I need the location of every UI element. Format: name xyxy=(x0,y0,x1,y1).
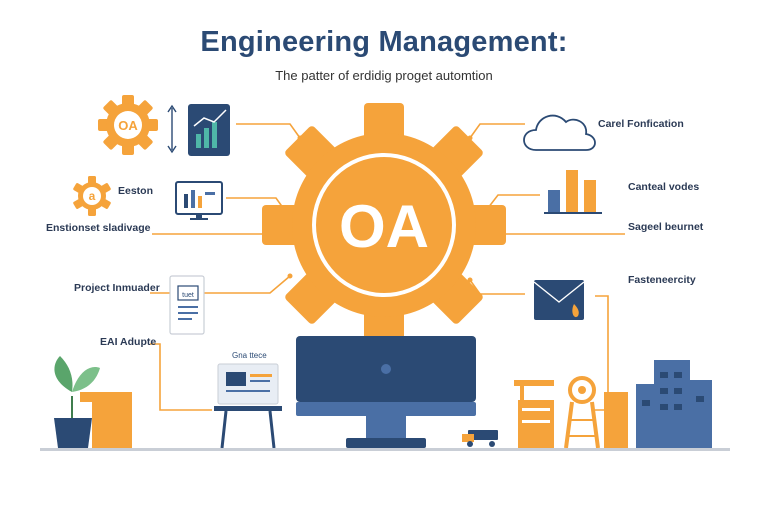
robot-arm-icon xyxy=(564,376,600,449)
machine-icon xyxy=(514,380,554,448)
bar-chart-icon xyxy=(544,170,602,214)
small-gear-icon: a xyxy=(73,176,111,216)
node-label-eeston: Eeston xyxy=(118,185,154,197)
page-subtitle: The patter of erdidig proget automtion xyxy=(275,68,493,83)
cloud-icon xyxy=(523,114,596,151)
whiteboard-icon xyxy=(214,363,282,449)
node-label-project: Project Inmuader xyxy=(74,282,160,294)
node-label-canteal: Canteal vodes xyxy=(628,181,700,193)
connector-line xyxy=(150,343,212,411)
connector-line xyxy=(594,295,609,411)
node-label-sageel: Sageel beurnet xyxy=(628,221,704,233)
page-title: Engineering Management: xyxy=(200,26,568,58)
gear-label: OA xyxy=(118,118,138,133)
cabinet-icon xyxy=(604,392,628,448)
svg-text:a: a xyxy=(89,189,96,203)
gear-icon xyxy=(98,95,158,155)
whiteboard-label: Gna ttece xyxy=(232,351,267,360)
orange-block-icon xyxy=(80,392,132,448)
sync-arrows-icon xyxy=(167,104,177,154)
monitor-chart-icon xyxy=(175,181,223,220)
connector-dot xyxy=(467,277,473,283)
connector-line xyxy=(236,123,301,139)
truck-icon xyxy=(462,430,498,447)
node-label-enstionset: Enstionset sladivage xyxy=(46,222,151,234)
plant-icon xyxy=(54,356,100,448)
node-label-fasteneercity: Fasteneercity xyxy=(628,274,696,286)
computer-monitor-icon xyxy=(296,336,476,448)
envelope-icon xyxy=(533,280,585,320)
ground-line xyxy=(40,448,730,451)
chart-panel-icon xyxy=(188,104,230,156)
node-label-carel: Carel Fonfication xyxy=(598,118,684,130)
connector-line xyxy=(487,194,540,209)
document-card-label: tuet xyxy=(182,292,194,299)
connector-dot xyxy=(287,273,293,279)
hub-gear-icon xyxy=(262,103,506,347)
connector-line xyxy=(469,123,525,139)
hub-label: OA xyxy=(339,193,429,260)
node-label-eai: EAI Adupte xyxy=(100,336,157,348)
factory-icon xyxy=(636,360,712,448)
document-card-icon xyxy=(169,275,205,335)
